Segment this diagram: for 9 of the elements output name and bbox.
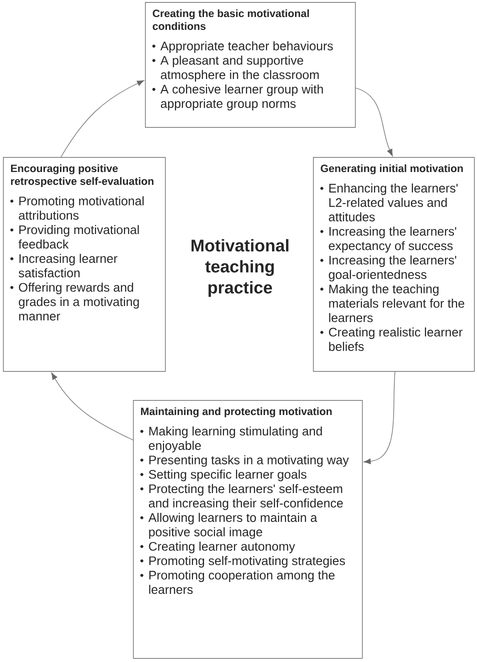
arrow [355,88,393,156]
process-box: Generating initial motivation Enhancing the learners' L2-related values and attitudes Increasing the learners' expectancy of success Increasing the learners' goal-orientedness Making the teaching materials relevant for the learners Creating realistic learner beliefs [313,157,475,372]
arrow [364,371,396,464]
process-box: Maintaining and protecting motivation Making learning stimulating and enjoyable Presenting tasks in a motivating way Setting specific learner goals Protecting the learners' self-esteem and increasing their self-confidence Allowing learners to maintain a positive social image Creating learner autonomy Promoting self-motivating strategies Promoting cooperation among the learners [133,400,363,659]
center-title: Motivational teaching practice [192,239,288,297]
arrow [60,80,144,158]
process-box: Encouraging positive retrospective self-evaluation Promoting motivational attributions Providing motivational feedback Increasing learner satisfaction Offering rewards and grades in a motivating manner [3,157,166,372]
arrow [51,372,134,440]
process-box: Creating the basic motivational conditions Appropriate teacher behaviours A pleasant and supportive atmosphere in the classroom A cohesive learner group with appropriate group norms [145,2,356,128]
